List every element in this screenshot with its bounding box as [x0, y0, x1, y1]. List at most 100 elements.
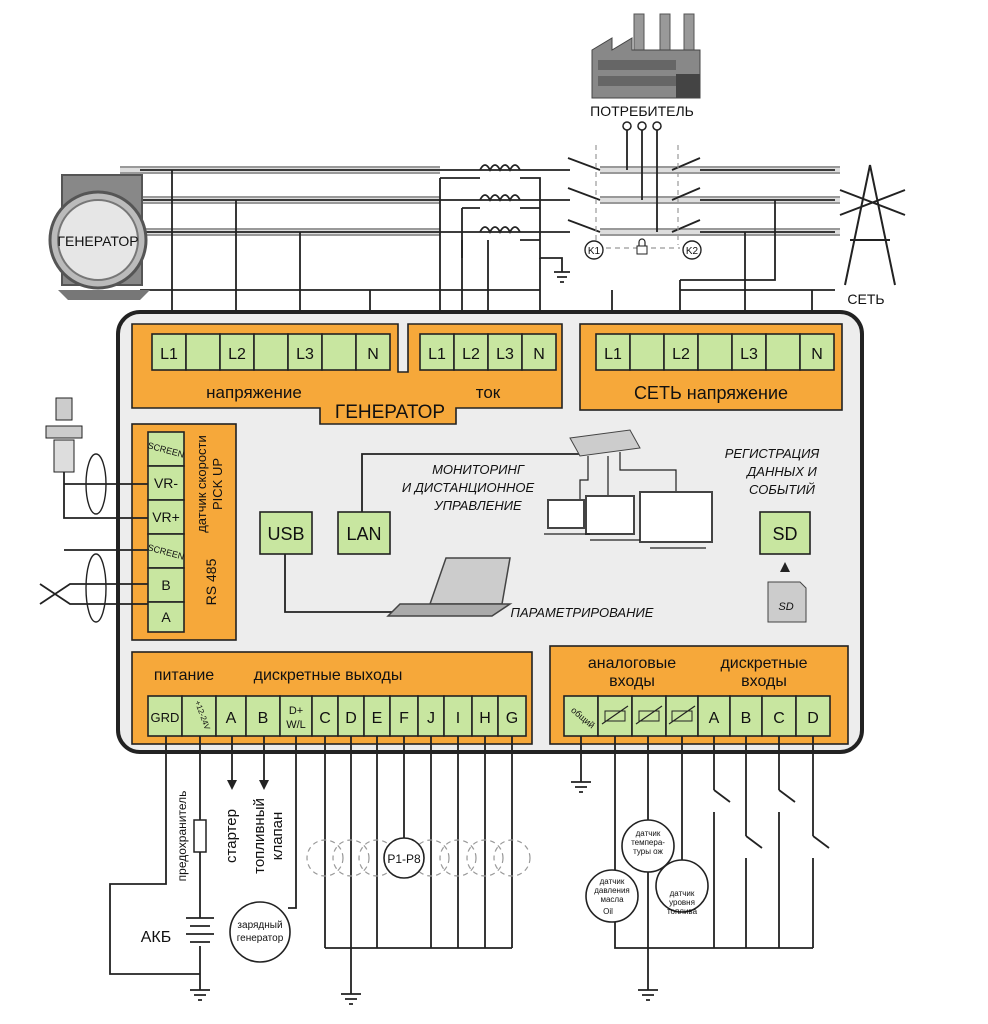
- gen-current-terminals: L1 L2 L3 N: [419, 333, 557, 371]
- charging-generator-icon: [229, 901, 291, 963]
- terminal[interactable]: [563, 695, 599, 737]
- oil-sensor-line-1: датчик: [600, 877, 625, 886]
- terminal-label: VR+: [152, 509, 180, 525]
- arrow-down-icon: [227, 780, 237, 790]
- terminal[interactable]: [219, 333, 255, 371]
- terminal-label: A: [709, 710, 720, 727]
- terminal-label: N: [367, 346, 379, 363]
- consumer-terminals: [622, 121, 662, 232]
- discrete-outputs-label: дискретные выходы: [254, 667, 403, 684]
- monitor-icons: [544, 491, 713, 549]
- terminal[interactable]: [185, 333, 221, 371]
- temp-sensor-icon: [621, 819, 675, 873]
- analog-inputs-label-1: аналоговые: [588, 655, 676, 672]
- input-terminals: общий A B C D: [563, 695, 831, 737]
- terminal-label: A: [161, 609, 171, 625]
- terminal[interactable]: [629, 333, 665, 371]
- generator-block: L1 L2 L3 N напряжение L1 L2 L3 N ток ГЕН…: [131, 323, 563, 425]
- fuse-icon: [193, 819, 207, 853]
- terminal-label: F: [399, 710, 409, 727]
- analog-inputs-label-2: входы: [609, 673, 655, 690]
- terminal-label: B: [258, 710, 269, 727]
- registration-line-1: РЕГИСТРАЦИЯ: [725, 446, 820, 461]
- battery-label: АКБ: [141, 929, 172, 946]
- terminal[interactable]: [419, 333, 455, 371]
- center-area: USB LAN МОНИТОРИНГ И ДИСТАНЦИОННОЕ УПРАВ…: [259, 429, 820, 623]
- terminal[interactable]: [631, 695, 667, 737]
- terminal[interactable]: [151, 333, 187, 371]
- factory-icon: [591, 13, 701, 99]
- power-label: питание: [154, 667, 214, 684]
- registration-line-3: СОБЫТИЙ: [749, 481, 816, 497]
- generator-block-title: ГЕНЕРАТОР: [335, 402, 445, 423]
- gen-voltage-terminals: L1 L2 L3 N: [151, 333, 391, 371]
- terminal[interactable]: [665, 695, 699, 737]
- terminal-label: B: [161, 577, 170, 593]
- terminal-label: L3: [296, 346, 314, 363]
- pickup-rs485-block: SCREEN VR- VR+ SCREEN B A датчик скорост…: [131, 423, 237, 641]
- terminal[interactable]: [245, 695, 281, 737]
- terminal-label: VR-: [154, 475, 178, 491]
- k2-label: K2: [686, 246, 699, 257]
- starter-label: стартер: [223, 809, 240, 863]
- terminal[interactable]: [729, 695, 763, 737]
- insert-arrow-icon: [780, 562, 790, 572]
- discrete-inputs-label-2: входы: [741, 673, 787, 690]
- lan-label: LAN: [346, 524, 381, 544]
- terminal-label: D: [345, 710, 357, 727]
- terminal[interactable]: [253, 333, 289, 371]
- terminal[interactable]: [765, 333, 801, 371]
- terminal[interactable]: [497, 695, 527, 737]
- terminal-label: L1: [160, 346, 178, 363]
- sd-port[interactable]: [759, 511, 811, 555]
- terminal[interactable]: [181, 695, 217, 737]
- terminal[interactable]: [147, 601, 185, 633]
- terminal-label-wl: W/L: [286, 719, 306, 731]
- terminal[interactable]: [147, 499, 185, 535]
- grid-voltage-label: СЕТЬ напряжение: [634, 383, 788, 403]
- terminal[interactable]: [521, 333, 557, 371]
- terminal-label: B: [741, 710, 752, 727]
- terminal[interactable]: [279, 695, 313, 737]
- terminal[interactable]: [147, 567, 185, 603]
- network-switch-icon: [569, 429, 677, 500]
- terminal[interactable]: [147, 695, 183, 737]
- terminal-label: L2: [462, 346, 480, 363]
- terminal-label: D: [807, 710, 819, 727]
- terminal[interactable]: [311, 695, 339, 737]
- terminal-label: L2: [672, 346, 690, 363]
- contactor-switches: K1 K2: [567, 145, 702, 260]
- relays-label: P1-P8: [387, 852, 421, 866]
- monitoring-line-3: УПРАВЛЕНИЕ: [433, 498, 522, 513]
- pickup-label-1: датчик скорости: [194, 435, 209, 533]
- laptop-icon: [386, 557, 513, 617]
- generator-label: ГЕНЕРАТОР: [57, 233, 138, 249]
- terminal[interactable]: [355, 333, 391, 371]
- terminal[interactable]: [663, 333, 699, 371]
- terminal[interactable]: [697, 333, 733, 371]
- monitoring-line-1: МОНИТОРИНГ: [432, 462, 525, 477]
- terminal[interactable]: [799, 333, 835, 371]
- oil-sensor-icon: [585, 869, 639, 923]
- controller-body: [116, 310, 864, 754]
- terminal-label: L1: [428, 346, 446, 363]
- fuel-sensor-line-3: топлива: [667, 907, 698, 916]
- usb-port[interactable]: [259, 511, 313, 555]
- terminal-label-dplus: D+: [289, 705, 303, 717]
- terminal[interactable]: [731, 333, 767, 371]
- three-phase-lines: [120, 166, 840, 291]
- bottom-wiring: зарядный генератор предохранитель старте…: [109, 736, 830, 1005]
- terminal-label: C: [319, 710, 331, 727]
- oil-sensor-line-3: масла: [600, 895, 624, 904]
- terminal-label: L3: [496, 346, 514, 363]
- terminal-label: L2: [228, 346, 246, 363]
- terminal[interactable]: [147, 465, 185, 501]
- terminal[interactable]: [595, 333, 631, 371]
- terminal[interactable]: [597, 695, 633, 737]
- terminal[interactable]: [321, 333, 357, 371]
- parametrization-label: ПАРАМЕТРИРОВАНИЕ: [511, 605, 654, 620]
- generator-icon: ГЕНЕРАТОР: [48, 174, 150, 300]
- lan-port[interactable]: [337, 511, 391, 555]
- terminal[interactable]: [287, 333, 323, 371]
